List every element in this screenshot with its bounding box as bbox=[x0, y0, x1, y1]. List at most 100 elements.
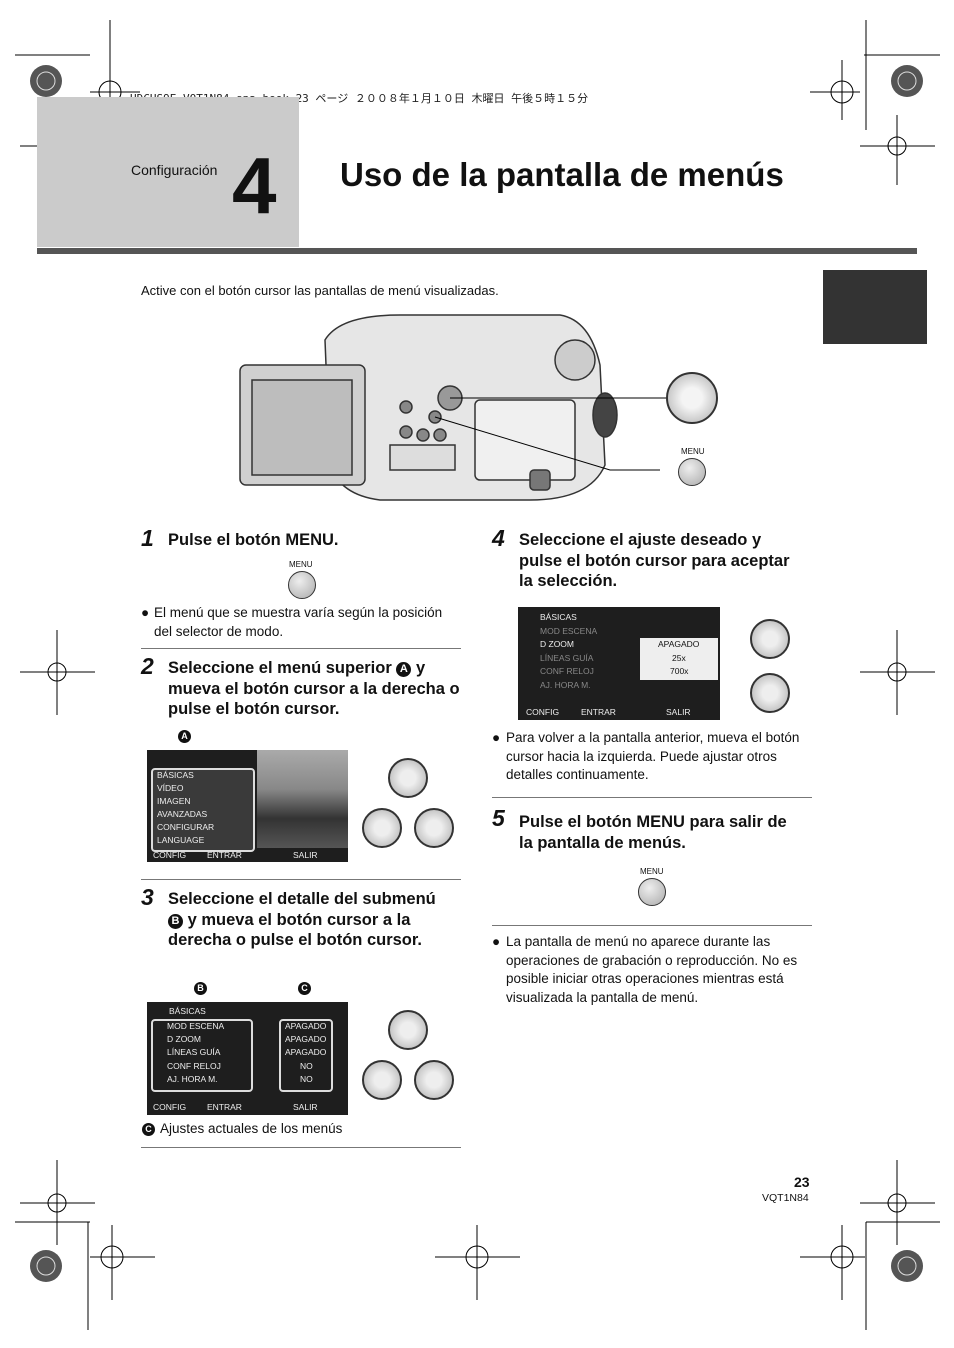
callout-badge: A bbox=[396, 662, 412, 677]
callout-badge: C bbox=[298, 982, 311, 995]
cursor-press-icon bbox=[414, 1060, 454, 1100]
menu-item[interactable]: CONFIGURAR bbox=[157, 822, 215, 832]
note-bullet: ● bbox=[492, 730, 501, 745]
step-text-part: y mueva el botón cursor a la derecha o p… bbox=[168, 910, 422, 950]
note-text: Para volver a la pantalla anterior, muev… bbox=[506, 730, 800, 782]
cursor-press-icon bbox=[414, 808, 454, 848]
values-list-bg bbox=[279, 1019, 333, 1092]
setting-value: NO bbox=[300, 1061, 313, 1071]
submenu-item[interactable]: AJ. HORA M. bbox=[540, 680, 591, 690]
step-text: Pulse el botón MENU. bbox=[168, 531, 339, 549]
menu-screen-top: BÁSICAS VÍDEO IMAGEN AVANZADAS CONFIGURA… bbox=[147, 750, 348, 862]
callout-badge: B bbox=[168, 913, 183, 929]
screen-footer-config: CONFIG bbox=[153, 1102, 187, 1112]
divider bbox=[141, 879, 461, 880]
divider bbox=[492, 925, 812, 926]
step-text: Seleccione el detalle del submenú B y mu… bbox=[168, 889, 453, 951]
side-tab bbox=[823, 270, 927, 344]
screen-photo bbox=[257, 750, 348, 848]
submenu-item[interactable]: D ZOOM bbox=[167, 1034, 201, 1044]
callout-badge: B bbox=[194, 982, 207, 995]
page-number: 23 bbox=[794, 1174, 810, 1190]
chapter-box bbox=[37, 97, 299, 247]
note-text: El menú que se muestra varía según la po… bbox=[154, 605, 443, 639]
cursor-button-diagram bbox=[666, 372, 718, 424]
menu-button-label: MENU bbox=[640, 867, 664, 876]
option-item[interactable]: APAGADO bbox=[658, 639, 700, 649]
menu-button-icon bbox=[678, 458, 706, 486]
cursor-up-down-icon bbox=[750, 619, 790, 659]
divider bbox=[492, 797, 812, 798]
setting-value: APAGADO bbox=[285, 1047, 327, 1057]
menu-button-icon bbox=[638, 878, 666, 906]
option-item[interactable]: 700x bbox=[670, 666, 689, 676]
screen-footer-exit: SALIR bbox=[293, 1102, 318, 1112]
intro-text: Active con el botón cursor las pantallas… bbox=[141, 283, 499, 298]
section-label: Configuración bbox=[131, 162, 218, 178]
menu-screen-sub: BÁSICAS MOD ESCENA D ZOOM LÍNEAS GUÍA CO… bbox=[147, 1002, 348, 1115]
step-text-part: Seleccione el detalle del submenú bbox=[168, 890, 436, 908]
step-text: Seleccione el ajuste deseado y pulse el … bbox=[519, 531, 790, 590]
cursor-press-icon bbox=[750, 673, 790, 713]
screen-footer-exit: SALIR bbox=[293, 850, 318, 860]
option-item[interactable]: 25x bbox=[672, 653, 686, 663]
note-text: La pantalla de menú no aparece durante l… bbox=[506, 934, 798, 1005]
cursor-right-icon bbox=[362, 1060, 402, 1100]
submenu-item[interactable]: CONF RELOJ bbox=[167, 1061, 221, 1071]
menu-item[interactable]: BÁSICAS bbox=[157, 770, 194, 780]
screen-footer-enter: ENTRAR bbox=[207, 1102, 242, 1112]
step-number: 1 bbox=[141, 525, 154, 551]
screen-header: BÁSICAS bbox=[540, 612, 577, 622]
divider bbox=[141, 648, 461, 649]
menu-screen-options: BÁSICAS MOD ESCENA D ZOOM LÍNEAS GUÍA CO… bbox=[518, 607, 720, 720]
step-number: 3 bbox=[141, 884, 154, 910]
setting-value: NO bbox=[300, 1074, 313, 1084]
title-rule bbox=[37, 248, 917, 254]
menu-item[interactable]: AVANZADAS bbox=[157, 809, 208, 819]
page-title: Uso de la pantalla de menús bbox=[340, 156, 784, 193]
step-text-part: Seleccione el menú superior bbox=[168, 659, 392, 677]
cursor-right-icon bbox=[362, 808, 402, 848]
option-list-bg bbox=[640, 638, 718, 680]
step-text: Seleccione el menú superior A y mueva el… bbox=[168, 658, 463, 720]
step-number: 2 bbox=[141, 653, 154, 679]
callout-badge: C bbox=[142, 1123, 155, 1136]
callout-badge: A bbox=[178, 730, 191, 743]
divider bbox=[141, 1147, 461, 1148]
step-number: 5 bbox=[492, 805, 505, 831]
menu-list-bg bbox=[151, 768, 255, 852]
submenu-item[interactable]: LÍNEAS GUÍA bbox=[540, 653, 594, 663]
screen-footer-config: CONFIG bbox=[153, 850, 187, 860]
note-text: Ajustes actuales de los menús bbox=[160, 1121, 343, 1136]
menu-item[interactable]: VÍDEO bbox=[157, 783, 184, 793]
cursor-up-down-icon bbox=[388, 758, 428, 798]
setting-value: APAGADO bbox=[285, 1034, 327, 1044]
menu-button-label: MENU bbox=[681, 447, 705, 456]
screen-footer-enter: ENTRAR bbox=[581, 707, 616, 717]
step-text-part: y mueva el botón cursor a la derecha o p… bbox=[168, 659, 460, 718]
camcorder-illustration bbox=[239, 314, 666, 501]
step-text: Pulse el botón MENU para salir de la pan… bbox=[519, 813, 787, 852]
menu-button-icon bbox=[288, 571, 316, 599]
chapter-number: 4 bbox=[232, 141, 277, 230]
menu-item[interactable]: IMAGEN bbox=[157, 796, 191, 806]
setting-value: APAGADO bbox=[285, 1021, 327, 1031]
submenu-item[interactable]: LÍNEAS GUÍA bbox=[167, 1047, 221, 1057]
note-bullet: ● bbox=[141, 605, 150, 620]
screen-footer-exit: SALIR bbox=[666, 707, 691, 717]
menu-item[interactable]: LANGUAGE bbox=[157, 835, 205, 845]
submenu-item[interactable]: D ZOOM bbox=[540, 639, 574, 649]
step-number: 4 bbox=[492, 525, 505, 551]
menu-button-label: MENU bbox=[289, 560, 313, 569]
submenu-item[interactable]: MOD ESCENA bbox=[167, 1021, 225, 1031]
doc-code: VQT1N84 bbox=[762, 1192, 809, 1204]
cursor-up-down-icon bbox=[388, 1010, 428, 1050]
submenu-item[interactable]: AJ. HORA M. bbox=[167, 1074, 218, 1084]
submenu-item[interactable]: CONF RELOJ bbox=[540, 666, 594, 676]
note-bullet: ● bbox=[492, 934, 501, 949]
submenu-list-bg bbox=[151, 1019, 253, 1092]
screen-footer-enter: ENTRAR bbox=[207, 850, 242, 860]
screen-footer-config: CONFIG bbox=[526, 707, 560, 717]
submenu-item[interactable]: MOD ESCENA bbox=[540, 626, 598, 636]
